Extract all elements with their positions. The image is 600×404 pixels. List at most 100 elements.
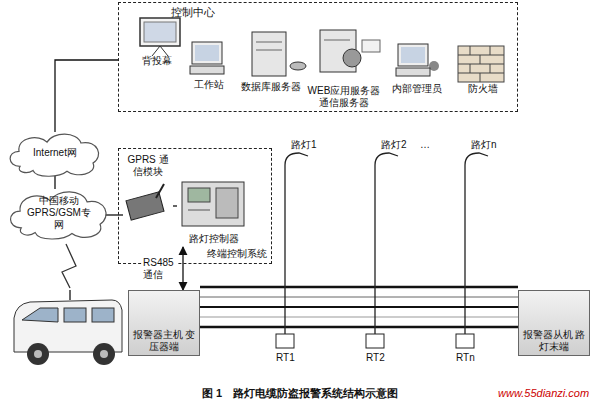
workstation-icon <box>190 66 224 74</box>
cable-bus <box>200 317 518 318</box>
resistor-symbol <box>366 334 384 348</box>
lamp-label: 路灯1 <box>291 139 317 151</box>
region-box: 控制中心背投幕工作站数据库服务器 WEB应用服务器 通信服务器内部管理员 防火墙 <box>118 2 518 112</box>
workstation-icon <box>190 42 224 74</box>
watermark: www.55dianzi.com <box>498 387 589 400</box>
node-label: 防火墙 <box>468 83 498 95</box>
alarm-host-box: 报警器主机 变压器端 <box>128 290 200 356</box>
cable-bus <box>200 326 518 329</box>
workstation-icon <box>195 45 219 61</box>
truck-illustration <box>34 350 42 358</box>
firewall-icon <box>458 46 504 82</box>
firewall-icon <box>480 55 481 64</box>
cloud-outline <box>11 192 107 239</box>
firewall-icon <box>458 73 504 74</box>
alarm-slave-box: 报警器从机 路灯末端 <box>518 290 590 356</box>
server-icon <box>324 40 350 41</box>
node-label: 背投幕 <box>142 55 172 67</box>
cable-bus <box>200 286 518 289</box>
wireless-link <box>62 244 76 288</box>
cloud-outline <box>10 134 98 176</box>
lamp-label: … <box>420 139 430 151</box>
server-icon <box>290 62 306 70</box>
cable-bus <box>200 287 518 327</box>
node-label: 中国移动 GPRS/GSM专网 <box>23 195 95 231</box>
server-icon <box>252 32 286 76</box>
firewall-icon <box>470 46 471 55</box>
connector <box>200 306 518 308</box>
node-label: 报警器从机 路灯末端 <box>522 329 586 353</box>
workstation-node: 工作站 <box>183 41 235 93</box>
gprs-module-icon <box>156 184 164 198</box>
firewall-icon <box>458 55 504 56</box>
truck-illustration <box>14 290 122 365</box>
firewall-node: 防火墙 <box>453 41 513 97</box>
figure-caption: 图 1 路灯电缆防盗报警系统结构示意图 <box>202 387 398 400</box>
node-label: 内部管理员 <box>392 83 442 95</box>
network-cloud: Internet网 <box>5 128 105 178</box>
node-label: GPRS 通信模块 <box>126 154 170 178</box>
truck-illustration <box>69 290 71 300</box>
connector <box>182 247 183 290</box>
truck-illustration <box>27 343 49 365</box>
screen-icon <box>144 22 176 42</box>
admin-icon <box>396 44 439 76</box>
gprs-module-icon <box>126 192 164 220</box>
screen-icon <box>152 46 160 56</box>
callout-number: RT1 <box>276 352 295 364</box>
firewall-icon <box>490 46 491 55</box>
firewall-icon <box>480 73 481 82</box>
callout-number: RTn <box>456 352 475 364</box>
truck-illustration <box>22 308 58 322</box>
node-label: WEB应用服务器 通信服务器 <box>306 85 382 109</box>
admin-icon <box>398 44 428 66</box>
firewall-icon <box>458 46 504 82</box>
controller-icon <box>188 188 210 202</box>
cable-bus <box>200 297 518 298</box>
controller-icon <box>188 210 210 211</box>
truck-illustration <box>100 350 108 358</box>
module-node: GPRS 通信模块 <box>123 152 173 226</box>
connector <box>55 60 118 132</box>
screen-node: 背投幕 <box>129 17 185 69</box>
node-label: 终端控制系统 <box>207 248 267 260</box>
controller-icon <box>216 188 238 218</box>
resistor-symbol <box>276 334 474 348</box>
screen-icon <box>140 18 180 46</box>
controller-node: 路灯控制器 <box>177 179 251 247</box>
server-icon <box>252 30 380 76</box>
screen-icon <box>160 46 168 56</box>
firewall-icon <box>490 64 491 73</box>
node-label: 数据库服务器 <box>241 81 301 93</box>
admin-node: 内部管理员 <box>385 41 449 97</box>
node-label: 控制中心 <box>171 6 215 19</box>
admin-icon <box>401 47 425 63</box>
controller-icon <box>182 182 244 226</box>
lamp-label: 路灯2 <box>381 139 407 151</box>
truck-illustration <box>64 308 86 322</box>
resistor-symbol <box>456 334 474 348</box>
server-node: WEB应用服务器 通信服务器 <box>303 29 385 111</box>
server-icon <box>256 50 282 51</box>
network-cloud: 中国移动 GPRS/GSM专网 <box>5 185 113 241</box>
firewall-icon <box>458 64 504 65</box>
server-node: 数据库服务器 <box>237 29 305 95</box>
gprs-module-icon <box>126 184 164 220</box>
admin-icon <box>396 68 430 76</box>
firewall-icon <box>470 64 471 73</box>
lamp-label: 路灯n <box>471 139 497 151</box>
truck-illustration <box>92 308 114 322</box>
workstation-icon <box>192 42 222 64</box>
node-label: Internet网 <box>33 147 77 159</box>
wireless-link <box>62 244 76 288</box>
server-icon <box>343 49 361 67</box>
connector <box>173 205 177 206</box>
screen-icon <box>140 18 180 56</box>
server-icon <box>256 42 282 43</box>
callout-number: RT2 <box>366 352 385 364</box>
terminal-box: 终端控制系统 GPRS 通信模块路灯控制器 <box>118 148 272 264</box>
resistor-symbol <box>276 334 294 348</box>
node-label: 报警器主机 变压器端 <box>132 329 196 353</box>
controller-icon <box>182 182 244 226</box>
